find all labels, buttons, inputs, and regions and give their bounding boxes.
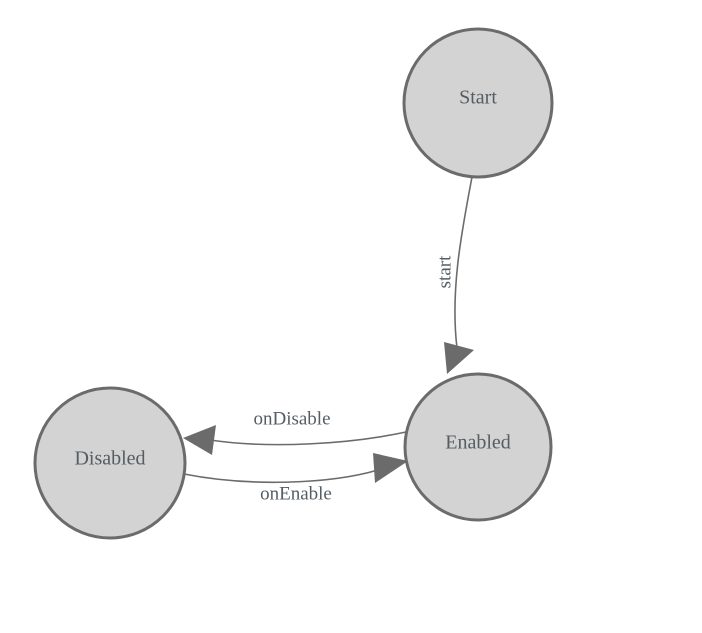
node-disabled-label: Disabled xyxy=(74,448,145,470)
node-enabled[interactable]: Enabled xyxy=(403,372,553,522)
edge-label-onenable: onEnable xyxy=(260,483,332,504)
edge-start-to-enabled-path xyxy=(454,176,473,349)
node-start-circle[interactable] xyxy=(402,27,554,179)
node-start[interactable]: Start xyxy=(402,27,554,179)
edge-enabled-to-disabled-path xyxy=(209,431,407,446)
edge-disabled-to-enabled-path xyxy=(183,469,379,484)
edge-label-start: start xyxy=(434,255,455,288)
edge-enabled-to-disabled-arrowhead xyxy=(183,425,216,455)
node-enabled-circle[interactable] xyxy=(403,372,553,522)
node-disabled[interactable]: Disabled xyxy=(33,386,187,540)
edge-disabled-to-enabled[interactable]: onEnable xyxy=(183,453,408,504)
edge-disabled-to-enabled-arrowhead xyxy=(373,453,408,483)
edge-enabled-to-disabled[interactable]: onDisable xyxy=(183,408,407,455)
node-disabled-circle[interactable] xyxy=(33,386,187,540)
edge-start-to-enabled[interactable]: start xyxy=(434,176,474,374)
edge-label-ondisable: onDisable xyxy=(253,408,330,429)
node-start-label: Start xyxy=(459,87,497,109)
node-enabled-label: Enabled xyxy=(445,432,511,454)
edge-start-to-enabled-arrowhead xyxy=(444,342,474,374)
